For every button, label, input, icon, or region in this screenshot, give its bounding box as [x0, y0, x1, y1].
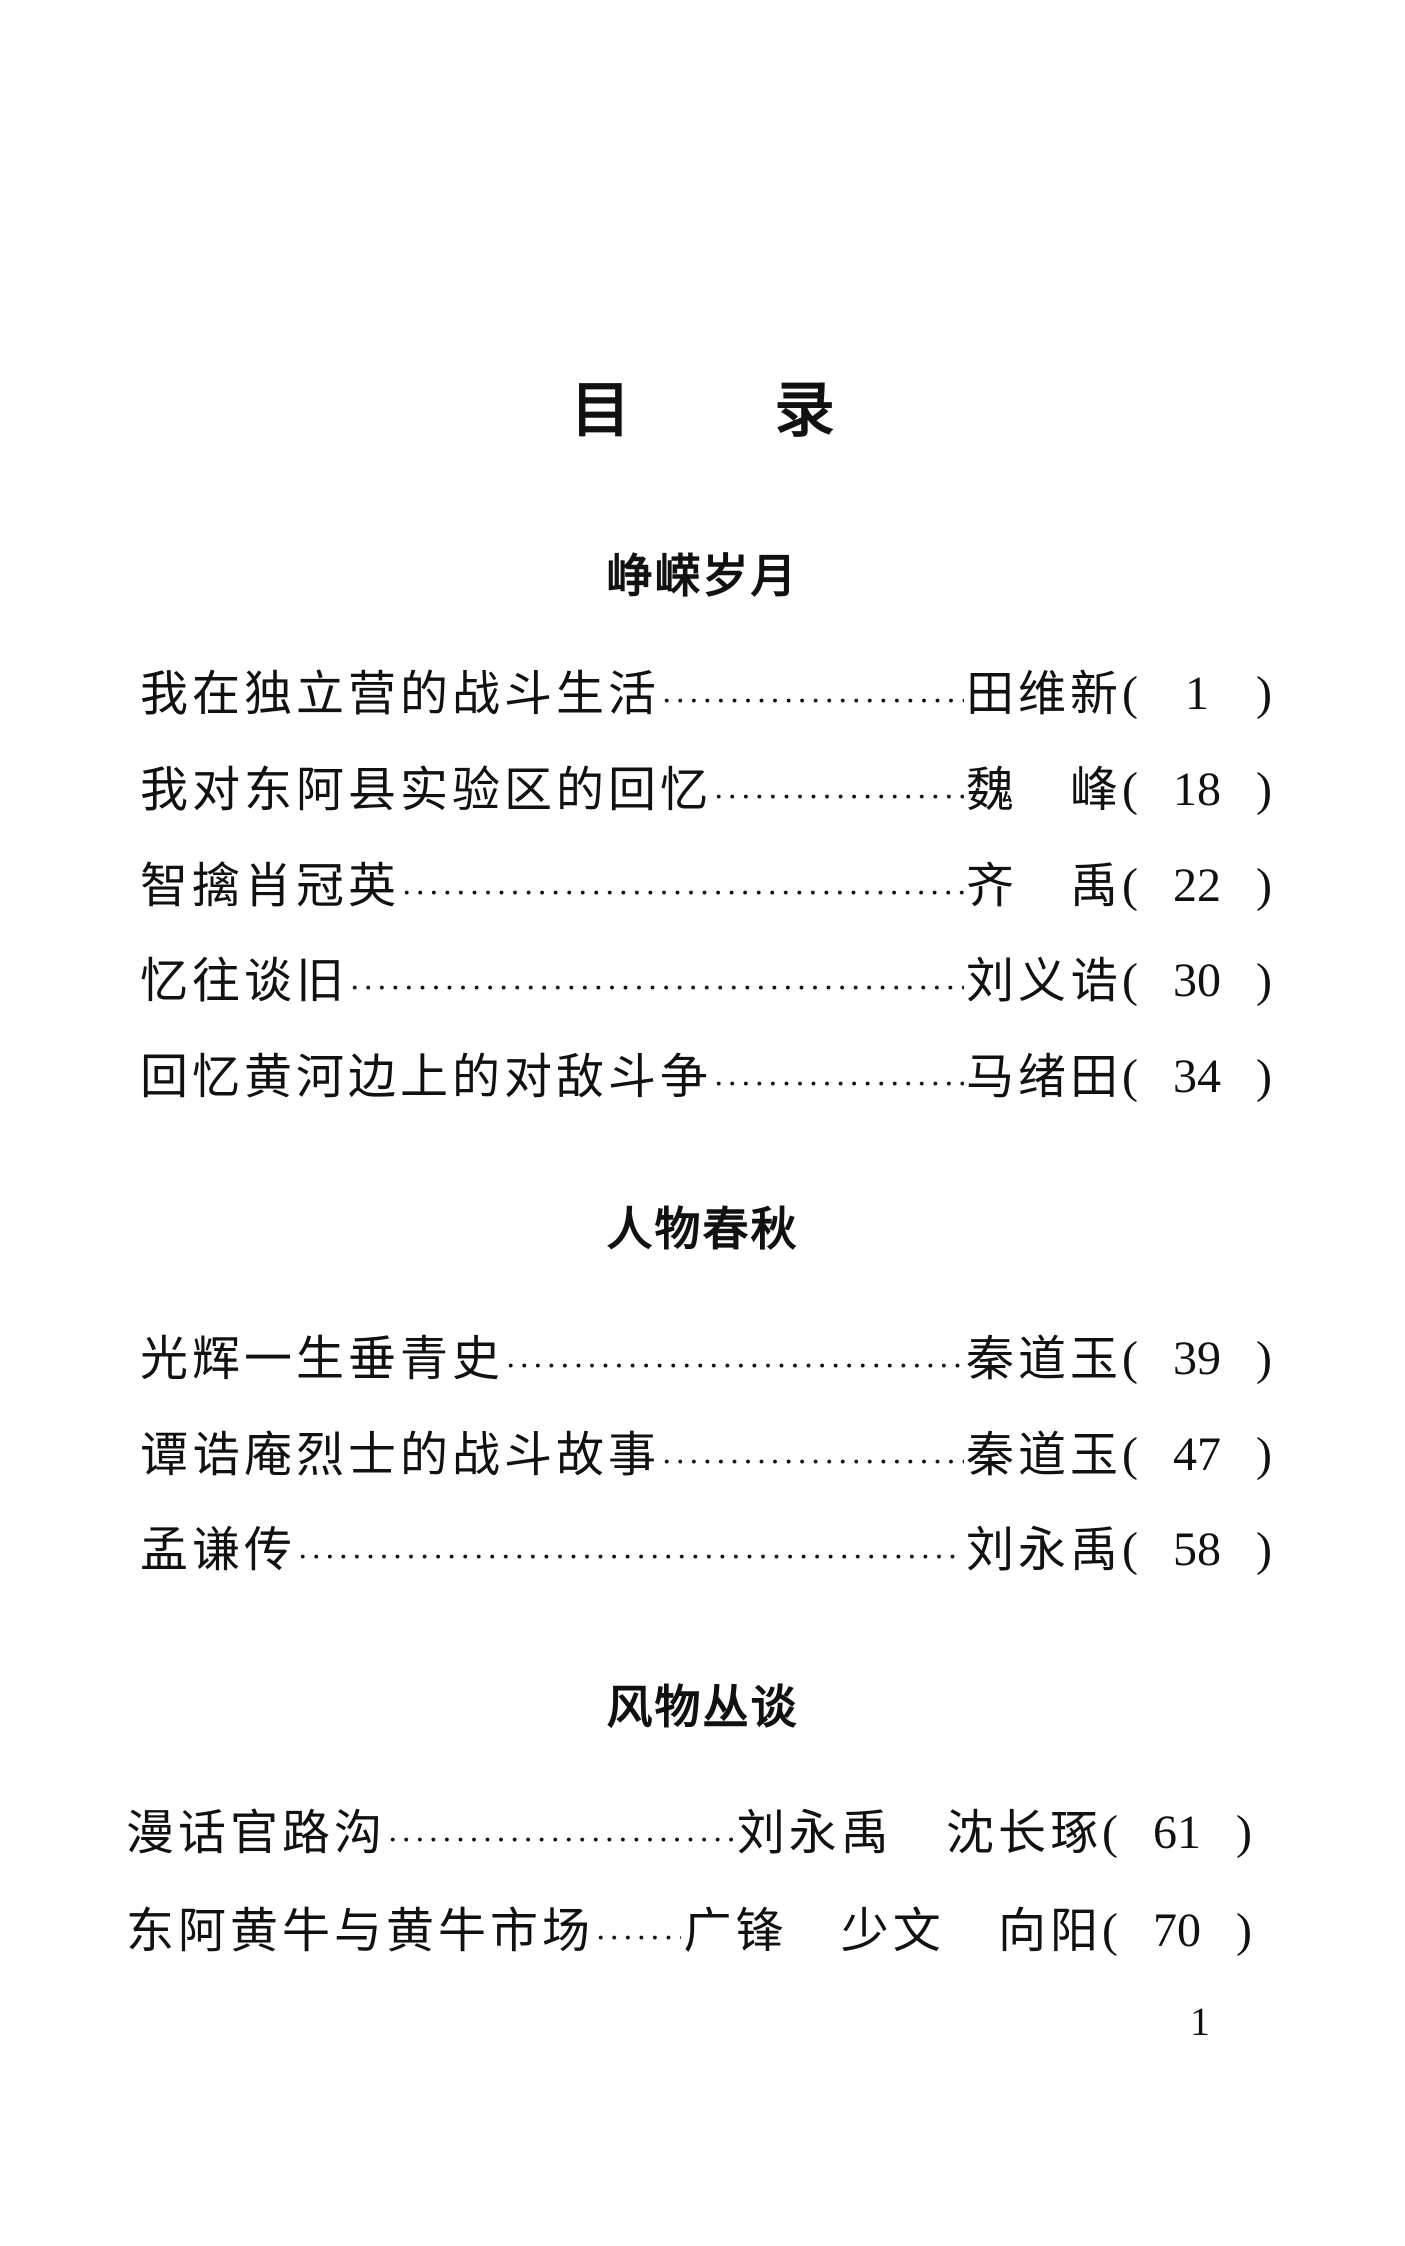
dot-leader [402, 872, 964, 916]
page-value: 47 [1173, 1428, 1221, 1481]
dot-leader [662, 1441, 964, 1485]
toc-entry[interactable]: 我在独立营的战斗生活 田维新(1) [140, 664, 1272, 724]
page-value: 1 [1185, 667, 1209, 720]
entry-page: (18) [1122, 760, 1272, 820]
dot-leader [714, 776, 964, 820]
page-value: 22 [1173, 859, 1221, 912]
section-heading: 峥嵘岁月 [606, 549, 799, 603]
toc-entry[interactable]: 我对东阿县实验区的回忆 魏 峰(18) [140, 760, 1272, 820]
entry-author: 魏 峰 [965, 762, 1122, 818]
entry-title: 我在独立营的战斗生活 [140, 666, 661, 722]
dot-leader [350, 967, 964, 1011]
entry-title: 谭诰庵烈士的战斗故事 [140, 1427, 661, 1483]
page-value: 18 [1173, 763, 1221, 816]
toc-entry[interactable]: 漫话官路沟 刘永禹 沈长琢(61) [126, 1803, 1252, 1863]
entry-page: (22) [1122, 856, 1272, 916]
entry-author: 田维新 [965, 666, 1122, 722]
section-heading: 风物丛谈 [606, 1680, 799, 1734]
entry-author: 刘义诰 [965, 953, 1122, 1009]
title-char: 目 [570, 376, 631, 446]
entry-page: (47) [1122, 1425, 1272, 1485]
entry-author: 刘永禹 沈长琢 [736, 1805, 1102, 1861]
entry-page: (70) [1102, 1901, 1252, 1961]
entry-title: 光辉一生垂青史 [140, 1331, 505, 1387]
page-number: 1 [1190, 1999, 1210, 2044]
entry-page: (61) [1102, 1803, 1252, 1863]
entry-title: 漫话官路沟 [126, 1805, 387, 1861]
toc-entry[interactable]: 谭诰庵烈士的战斗故事 秦道玉(47) [140, 1425, 1272, 1485]
toc-entry[interactable]: 东阿黄牛与黄牛市场 广锋 少文 向阳(70) [126, 1901, 1252, 1961]
entry-page: (58) [1122, 1520, 1272, 1580]
page-value: 34 [1173, 1050, 1221, 1103]
entry-page: (30) [1122, 951, 1272, 1011]
dot-leader [388, 1819, 735, 1863]
entry-title: 回忆黄河边上的对敌斗争 [140, 1049, 713, 1105]
entry-author: 广锋 少文 向阳 [683, 1903, 1102, 1959]
page-value: 70 [1153, 1904, 1201, 1957]
title-char: 录 [774, 376, 835, 446]
entry-author: 马绪田 [965, 1049, 1122, 1105]
toc-entry[interactable]: 孟谦传 刘永禹(58) [140, 1520, 1272, 1580]
toc-title: 目录 [0, 362, 1405, 449]
page-value: 58 [1173, 1523, 1221, 1576]
entry-page: (1) [1122, 664, 1272, 724]
dot-leader [298, 1536, 964, 1580]
entry-page: (39) [1122, 1329, 1272, 1389]
entry-title: 我对东阿县实验区的回忆 [140, 762, 713, 818]
page-value: 30 [1173, 954, 1221, 1007]
toc-entry[interactable]: 忆往谈旧 刘义诰(30) [140, 951, 1272, 1011]
dot-leader [596, 1917, 681, 1961]
dot-leader [662, 680, 964, 724]
entry-title: 忆往谈旧 [140, 953, 349, 1009]
entry-title: 孟谦传 [140, 1522, 297, 1578]
toc-entry[interactable]: 智擒肖冠英 齐 禹(22) [140, 856, 1272, 916]
dot-leader [506, 1345, 964, 1389]
page-value: 39 [1173, 1332, 1221, 1385]
toc-entry[interactable]: 光辉一生垂青史 秦道玉(39) [140, 1329, 1272, 1389]
entry-author: 秦道玉 [965, 1331, 1122, 1387]
toc-entry[interactable]: 回忆黄河边上的对敌斗争 马绪田(34) [140, 1047, 1272, 1107]
entry-title: 智擒肖冠英 [140, 858, 401, 914]
section-heading: 人物春秋 [606, 1202, 799, 1256]
dot-leader [714, 1063, 964, 1107]
entry-author: 秦道玉 [965, 1427, 1122, 1483]
entry-author: 齐 禹 [965, 858, 1122, 914]
page-value: 61 [1153, 1806, 1201, 1859]
entry-page: (34) [1122, 1047, 1272, 1107]
entry-title: 东阿黄牛与黄牛市场 [126, 1903, 595, 1959]
entry-author: 刘永禹 [965, 1522, 1122, 1578]
